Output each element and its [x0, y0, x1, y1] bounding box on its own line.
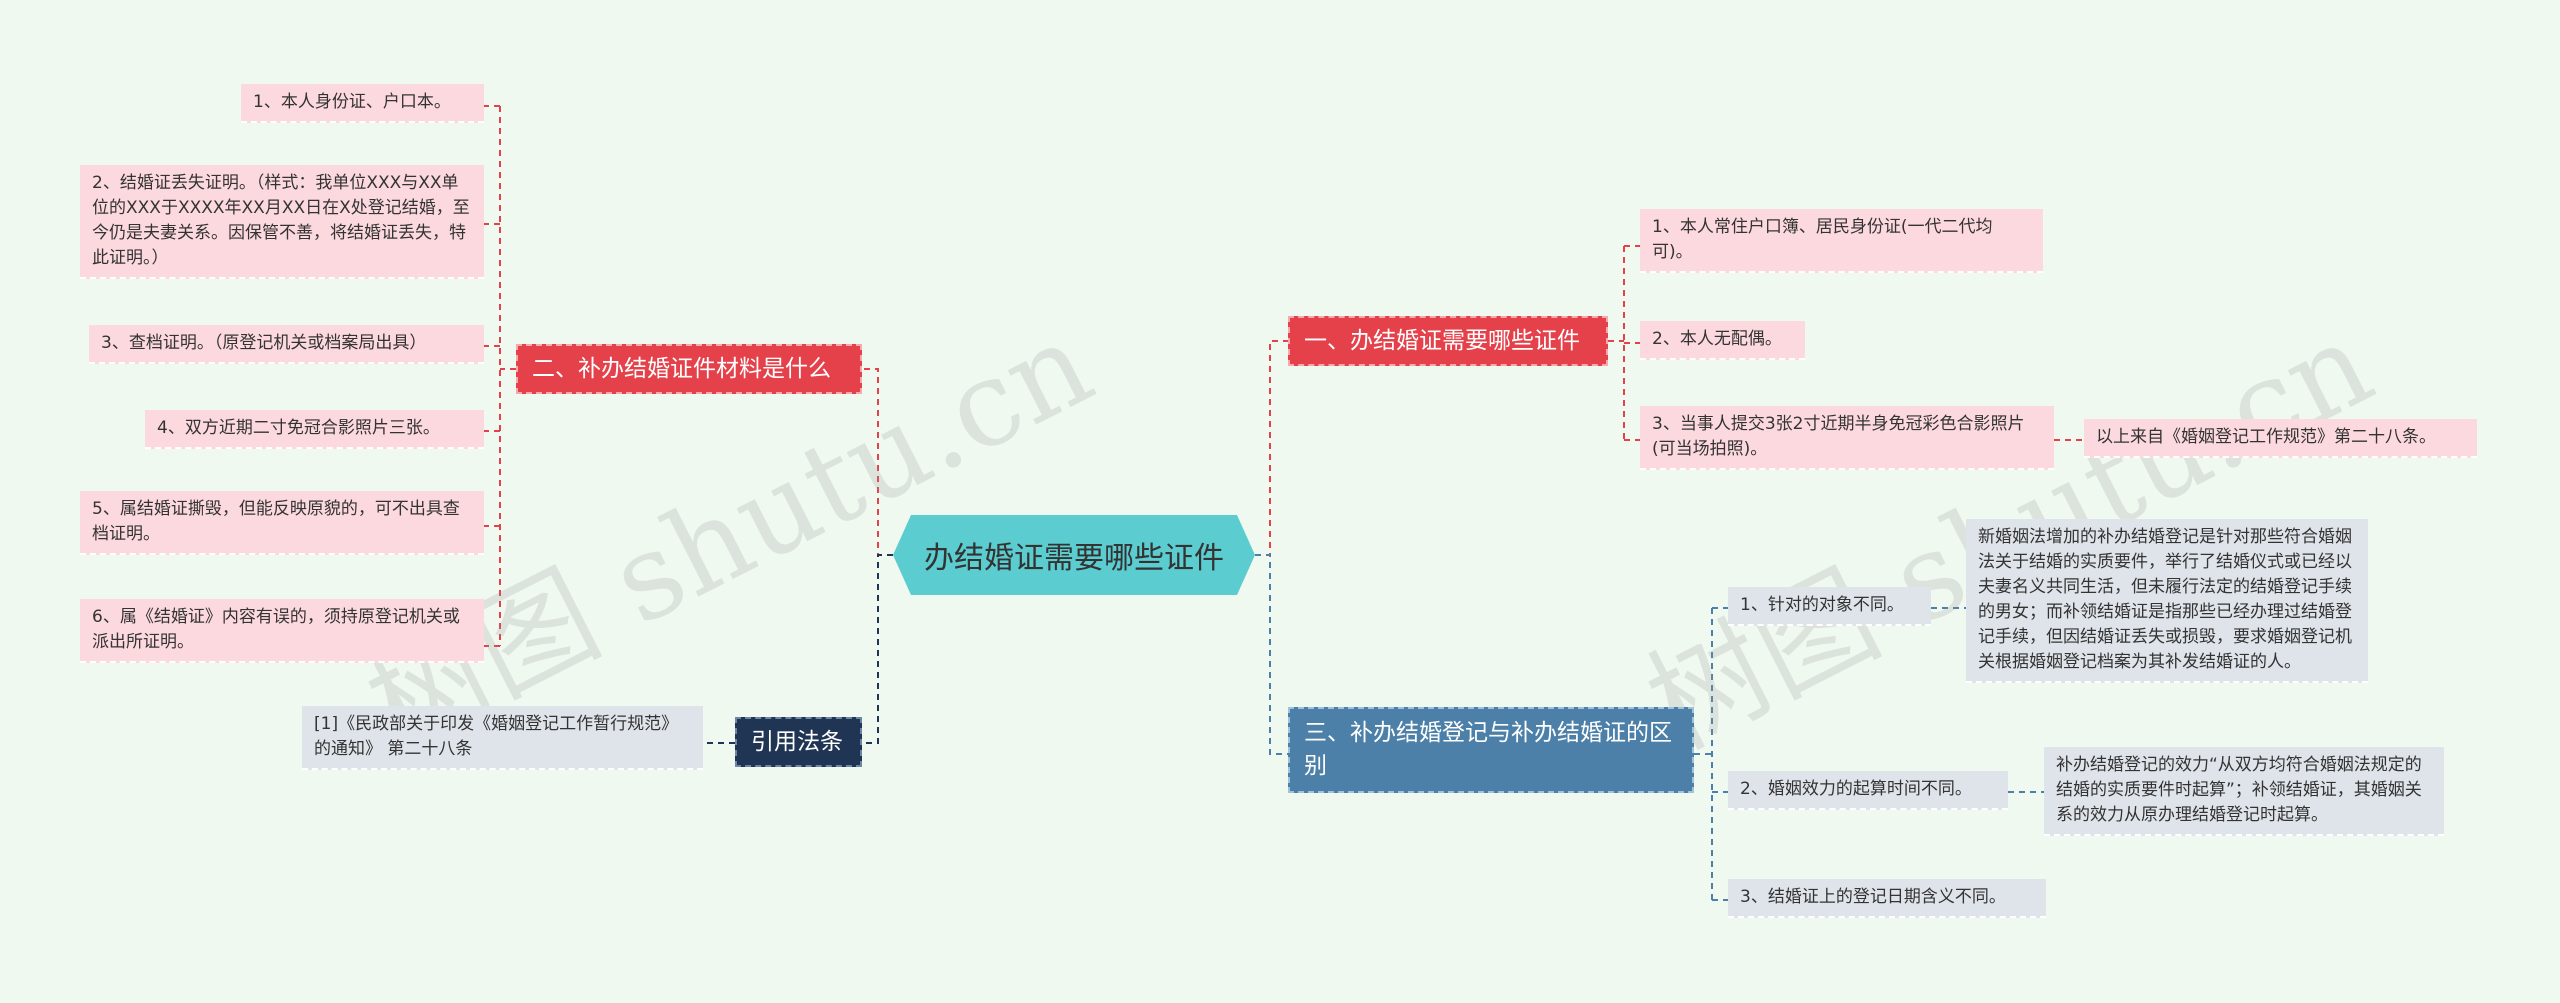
leaf-materials-6[interactable]: 6、属《结婚证》内容有误的，须持原登记机关或派出所证明。 [80, 599, 484, 663]
leaf-materials-3[interactable]: 3、查档证明。（原登记机关或档案局出具） [89, 325, 484, 364]
branch-documents[interactable]: 一、办结婚证需要哪些证件 [1288, 316, 1608, 366]
branch-law[interactable]: 引用法条 [735, 717, 862, 767]
leaf-documents-1[interactable]: 1、本人常住户口簿、居民身份证(一代二代均可)。 [1640, 209, 2043, 273]
central-topic[interactable]: 办结婚证需要哪些证件 [893, 515, 1255, 595]
leaf-difference-2[interactable]: 2、婚姻效力的起算时间不同。 [1728, 771, 2008, 810]
leaf-materials-4[interactable]: 4、双方近期二寸免冠合影照片三张。 [145, 410, 484, 449]
leaf-difference-detail-2[interactable]: 补办结婚登记的效力“从双方均符合婚姻法规定的结婚的实质要件时起算”；补领结婚证，… [2044, 747, 2444, 836]
leaf-materials-1[interactable]: 1、本人身份证、户口本。 [241, 84, 484, 123]
branch-materials[interactable]: 二、补办结婚证件材料是什么 [516, 344, 862, 394]
leaf-difference-1[interactable]: 1、针对的对象不同。 [1728, 587, 1931, 626]
leaf-documents-note[interactable]: 以上来自《婚姻登记工作规范》第二十八条。 [2084, 419, 2477, 458]
branch-difference[interactable]: 三、补办结婚登记与补办结婚证的区别 [1288, 707, 1694, 793]
leaf-documents-2[interactable]: 2、本人无配偶。 [1640, 321, 1805, 360]
leaf-difference-3[interactable]: 3、结婚证上的登记日期含义不同。 [1728, 879, 2046, 918]
leaf-materials-5[interactable]: 5、属结婚证撕毁，但能反映原貌的，可不出具查档证明。 [80, 491, 484, 555]
leaf-documents-3[interactable]: 3、当事人提交3张2寸近期半身免冠彩色合影照片(可当场拍照)。 [1640, 406, 2054, 470]
leaf-materials-2[interactable]: 2、结婚证丢失证明。（样式：我单位XXX与XX单位的XXX于XXXX年XX月XX… [80, 165, 484, 279]
central-topic-label: 办结婚证需要哪些证件 [924, 541, 1224, 576]
leaf-difference-detail-1[interactable]: 新婚姻法增加的补办结婚登记是针对那些符合婚姻法关于结婚的实质要件，举行了结婚仪式… [1966, 519, 2368, 683]
leaf-law-1[interactable]: [1]《民政部关于印发《婚姻登记工作暂行规范》的通知》 第二十八条 [302, 706, 703, 770]
